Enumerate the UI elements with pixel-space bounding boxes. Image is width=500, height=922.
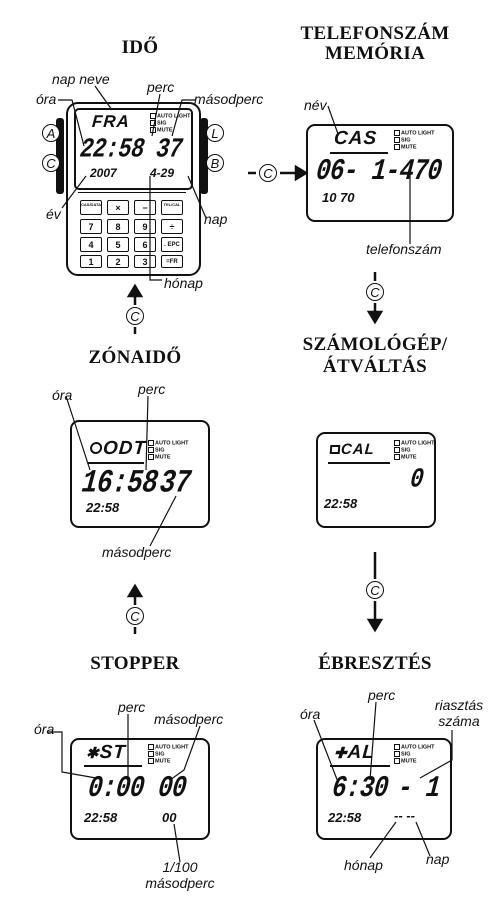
watch-display [74,108,193,190]
label-nap-neve: nap neve [52,71,110,87]
alarm-indicators: AUTO LIGHT SIG MUTE [394,744,435,765]
c-button-icon-4: C [126,307,144,325]
key-epc[interactable]: . EPC [161,237,183,252]
c-button-icon-2: C [366,283,384,301]
title-szamologep-1: SZÁMOLÓGÉP/ [302,334,448,355]
key-2[interactable]: 2 [107,255,129,268]
key-5[interactable]: 5 [107,237,129,252]
alarm-date: -- -- [394,808,415,823]
title-stopper: STOPPER [90,653,180,674]
tel-indicators: AUTO LIGHT SIG MUTE [394,130,435,151]
stopper-hundredths: 00 [162,810,177,825]
label-stopper-ora: óra [34,721,55,737]
c-button-icon-5: C [126,607,144,625]
label-zona-perc: perc [138,381,166,397]
label-perc: perc [147,79,175,95]
label-alarm-nap: nap [426,851,450,867]
alarm-small: 22:58 [328,810,362,825]
key-cas[interactable]: CAS/DATA [80,200,102,215]
cal-mode-line [328,462,390,464]
stopper-indicators: AUTO LIGHT SIG MUTE [148,744,189,765]
alarm-mode-line [330,765,390,767]
key-div[interactable]: ÷ [161,219,183,234]
label-ora: óra [36,91,57,107]
tel-mode-line [330,152,388,154]
label-telefonszam: telefonszám [366,241,442,257]
label-alarm-ora: óra [300,706,321,722]
key-8[interactable]: 8 [107,219,129,234]
button-b[interactable]: B [206,154,224,172]
panel-szamologep [316,432,436,528]
label-alarm-perc: perc [368,687,396,703]
title-zonaido: ZÓNAIDŐ [88,347,182,368]
title-telefonszam-1: TELEFONSZÁM [300,23,450,44]
watch-side-right [200,118,208,194]
label-riasztas-2: száma [438,713,480,729]
watch-divider [78,192,186,193]
key-7[interactable]: 7 [80,219,102,234]
watch-year: 2007 [90,166,117,180]
button-a[interactable]: A [42,124,60,142]
label-honap: hónap [164,275,203,291]
label-alarm-honap: hónap [344,857,383,873]
title-ido: IDŐ [121,37,159,58]
label-stopper-perc: perc [118,699,146,715]
label-nap: nap [204,211,228,227]
label-stopper-masodperc: másodperc [154,711,224,727]
label-zona-masodperc: másodperc [102,544,172,560]
stopper-mode-line [84,765,142,767]
label-nev: név [304,97,327,113]
title-telefonszam-2: MEMÓRIA [324,43,426,64]
zona-mode-line [88,462,144,464]
label-riasztas-1: riasztás [434,697,484,713]
title-szamologep-2: ÁTVÁLTÁS [322,356,428,377]
key-4[interactable]: 4 [80,237,102,252]
key-tel[interactable]: TEL/CAL [161,200,183,215]
button-c[interactable]: C [42,154,60,172]
stopper-small: 22:58 [84,810,118,825]
panel-ebresztes [316,738,452,840]
key-fr[interactable]: =FR [161,255,183,268]
c-button-icon-3: C [366,581,384,599]
watch-side-left [56,118,64,194]
button-l[interactable]: L [206,124,224,142]
title-ebresztes: ÉBRESZTÉS [318,653,432,674]
zona-indicators: AUTO LIGHT SIG MUTE [148,440,189,461]
zona-small: 22:58 [86,500,120,515]
label-ev: év [46,206,61,222]
label-masodperc: másodperc [194,91,264,107]
c-button-icon-1: C [259,164,277,182]
key-mul[interactable]: × [107,200,129,215]
cal-indicators: AUTO LIGHT SIG MUTE [394,440,435,461]
panel-stopper [70,738,210,840]
label-stopper-szazad-2: másodperc [145,875,215,891]
label-stopper-szazad-1: 1/100 [162,859,198,875]
panel-zonaido [70,420,210,528]
watch-date: 4-29 [150,166,175,180]
tel-small: 10 70 [322,190,355,205]
cal-small: 22:58 [324,496,358,511]
key-1[interactable]: 1 [80,255,102,268]
